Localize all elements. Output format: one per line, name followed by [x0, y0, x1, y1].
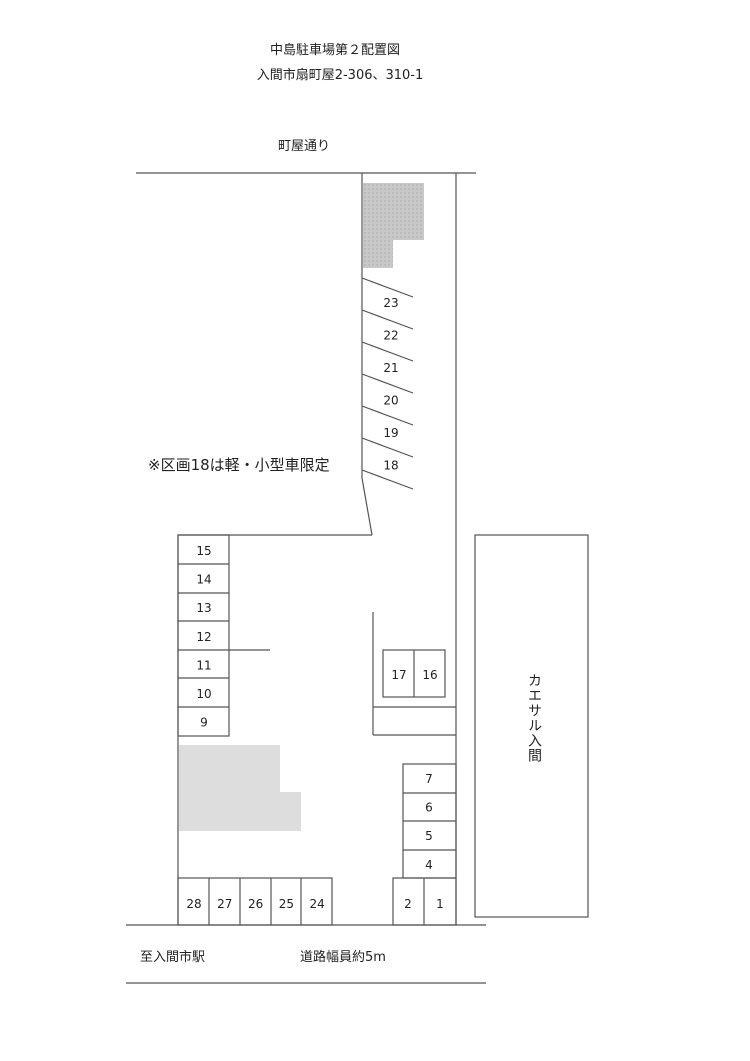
stall-1: 1	[436, 897, 444, 911]
stall-18: 18	[383, 459, 398, 473]
grey-area	[179, 745, 301, 831]
stall-24: 24	[310, 897, 325, 911]
stall-25: 25	[279, 897, 294, 911]
stall-15: 15	[196, 544, 211, 558]
stall-22: 22	[383, 329, 398, 343]
north-road-label: 町屋通り	[277, 139, 331, 154]
stall-20: 20	[383, 394, 398, 408]
stall-11: 11	[196, 658, 211, 672]
map-address: 入間市扇町屋2-306、310-1	[256, 68, 424, 83]
map-title: 中島駐車場第２配置図	[269, 43, 401, 58]
stall-2: 2	[404, 897, 412, 911]
stall-9: 9	[200, 716, 208, 730]
stall-26: 26	[248, 897, 263, 911]
stall-6: 6	[425, 801, 433, 815]
stall-4: 4	[425, 858, 433, 872]
stall-7: 7	[425, 772, 433, 786]
stall-28: 28	[186, 897, 201, 911]
stall-21: 21	[383, 361, 398, 375]
stall-18-note: ※区画18は軽・小型車限定	[148, 456, 330, 474]
stall-13: 13	[196, 601, 211, 615]
stall-23: 23	[383, 296, 398, 310]
stall-12: 12	[196, 630, 211, 644]
stall-27: 27	[217, 897, 232, 911]
building-label: カエサル入間	[526, 673, 542, 763]
stall-10: 10	[196, 687, 211, 701]
road-width-label: 道路幅員約5m	[300, 950, 386, 965]
stall-14: 14	[196, 573, 211, 587]
stall-16: 16	[422, 668, 437, 682]
stall-5: 5	[425, 829, 433, 843]
hatched-area	[363, 183, 424, 268]
south-road-destination: 至入間市駅	[140, 950, 206, 965]
stall-17: 17	[391, 668, 406, 682]
stall-19: 19	[383, 426, 398, 440]
building-outline	[474, 534, 589, 918]
